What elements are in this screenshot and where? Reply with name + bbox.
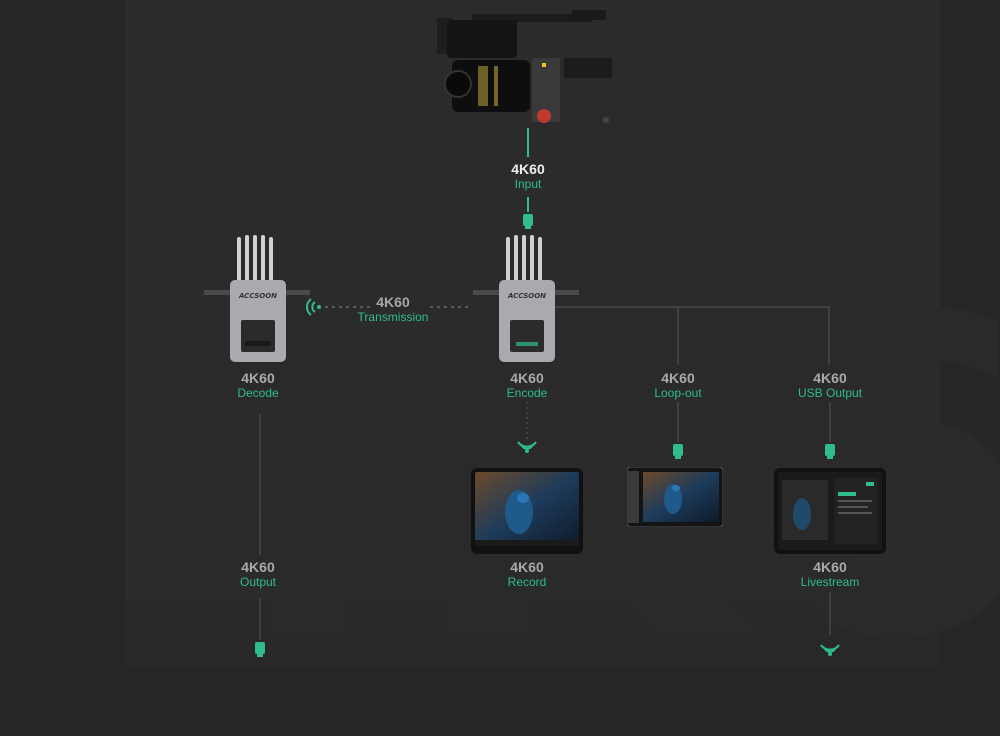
camera-icon — [437, 10, 618, 126]
transmission-value: 4K60 — [376, 294, 410, 310]
tablet-icon — [774, 468, 886, 554]
encode-text: Encode — [506, 386, 548, 400]
input-value: 4K60 — [511, 161, 545, 177]
connection-lines — [259, 128, 831, 640]
workflow-diagram: 4K60 4K60 Input — [0, 10, 1000, 667]
livestream-label: 4K60 Livestream — [760, 560, 900, 590]
record-value: 4K60 — [510, 559, 544, 575]
record-label: 4K60 Record — [457, 560, 597, 590]
monitor-icon — [627, 467, 723, 527]
encode-label: 4K60 Encode — [457, 371, 597, 401]
tablet-icon — [471, 468, 583, 554]
transmission-text: Transmission — [357, 310, 429, 324]
output-label: 4K60 Output — [188, 560, 328, 590]
wireless-icon — [517, 441, 537, 453]
wireless-icon — [306, 298, 321, 316]
livestream-value: 4K60 — [813, 559, 847, 575]
transmission-label: 4K60 Transmission — [323, 295, 463, 325]
transmitter-icon: ACCSOON — [473, 235, 579, 362]
loop-out-connector-icon — [673, 444, 683, 459]
usb-output-text: USB Output — [797, 386, 863, 400]
decode-value: 4K60 — [241, 370, 275, 386]
output-value: 4K60 — [241, 559, 275, 575]
receiver-brand: ACCSOON — [238, 292, 277, 300]
input-connector-icon — [523, 214, 533, 229]
wireless-icon — [820, 644, 840, 656]
decode-label: 4K60 Decode — [188, 371, 328, 401]
output-text: Output — [239, 575, 277, 589]
input-text: Input — [514, 177, 542, 191]
usb-connector-icon — [825, 444, 835, 459]
encoder-branch-line — [552, 306, 830, 365]
decode-text: Decode — [237, 386, 279, 400]
output-connector-icon — [255, 642, 265, 657]
usb-output-value: 4K60 — [813, 370, 847, 386]
loop-out-value: 4K60 — [661, 370, 695, 386]
loop-out-text: Loop-out — [654, 386, 702, 400]
transmitter-brand: ACCSOON — [507, 292, 546, 300]
receiver-icon: ACCSOON — [204, 235, 310, 362]
record-text: Record — [507, 575, 547, 589]
background-panel-bottom — [0, 600, 1000, 667]
usb-output-label: 4K60 USB Output — [760, 371, 900, 401]
livestream-text: Livestream — [800, 575, 860, 589]
loop-out-label: 4K60 Loop-out — [608, 371, 748, 401]
encode-value: 4K60 — [510, 370, 544, 386]
input-label: 4K60 Input — [458, 162, 598, 192]
